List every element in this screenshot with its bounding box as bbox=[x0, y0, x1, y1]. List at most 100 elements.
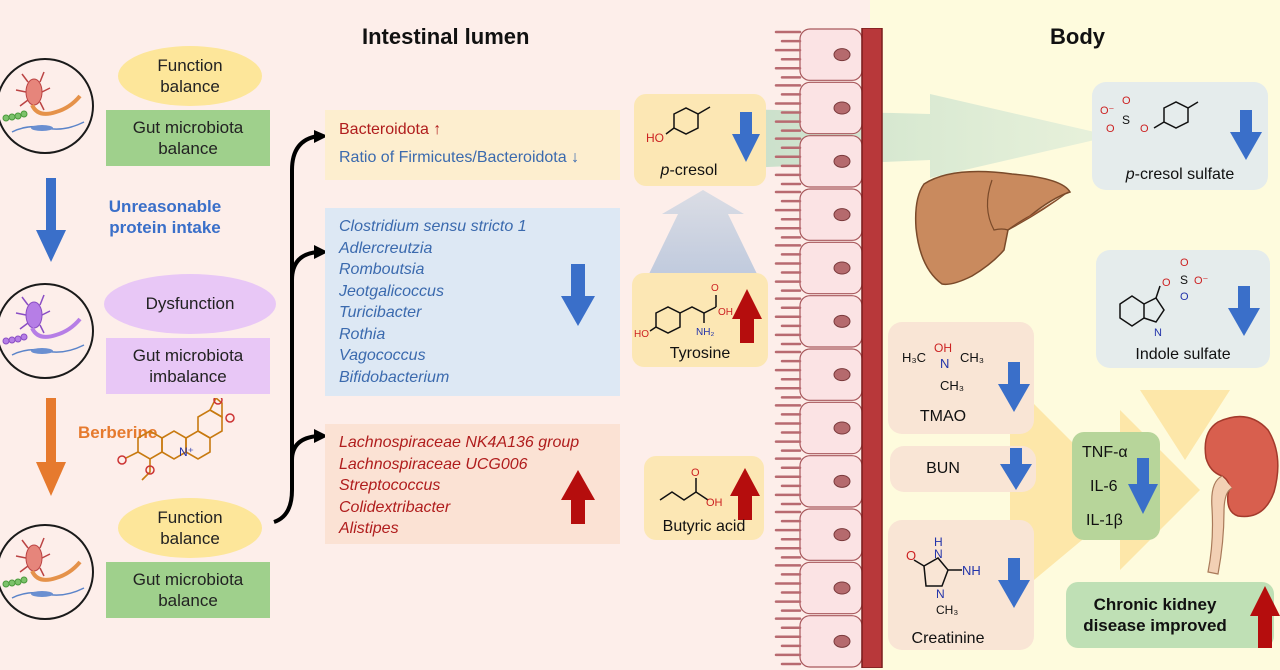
svg-text:O: O bbox=[711, 283, 719, 294]
epithelial-cell bbox=[799, 28, 863, 81]
svg-text:CH₃: CH₃ bbox=[960, 350, 984, 365]
epithelial-cell bbox=[799, 135, 863, 188]
gut-microbiota-balance-box-2: Gut microbiota balance bbox=[106, 562, 270, 618]
cell-nucleus bbox=[833, 48, 851, 62]
svg-text:CH₃: CH₃ bbox=[940, 378, 964, 393]
microvilli bbox=[774, 617, 802, 666]
cell-nucleus bbox=[833, 261, 851, 275]
pcresol-structure-icon: HO bbox=[646, 106, 711, 145]
n-plus-label: N⁺ bbox=[179, 445, 194, 459]
epithelial-cell bbox=[799, 241, 863, 295]
indole-sulfate-structure-icon: N O S O O⁻ O bbox=[1119, 257, 1209, 339]
pcresol-sulfate-label: p-cresol sulfate bbox=[1125, 166, 1235, 183]
indole-sulfate-label: Indole sulfate bbox=[1135, 346, 1231, 363]
svg-text:O: O bbox=[906, 548, 916, 563]
genus-item: Clostridium sensu stricto 1 bbox=[339, 218, 527, 235]
svg-text:O: O bbox=[691, 467, 700, 479]
cell-nucleus bbox=[833, 474, 851, 488]
svg-text:O: O bbox=[1122, 95, 1131, 107]
genus-item: Alistipes bbox=[339, 520, 399, 537]
gut-microbiota-imbalance-box: Gut microbiota imbalance bbox=[106, 338, 270, 394]
genus-item: Vagococcus bbox=[339, 347, 426, 364]
svg-text:N: N bbox=[934, 547, 943, 561]
tyrosine-to-pcresol-arrow-icon bbox=[648, 190, 758, 276]
genus-item: Lachnospiraceae NK4A136 group bbox=[339, 434, 580, 451]
bacteria-balanced-icon bbox=[0, 58, 94, 154]
svg-text:NH: NH bbox=[962, 563, 981, 578]
svg-text:N: N bbox=[940, 356, 949, 371]
svg-text:N: N bbox=[936, 587, 945, 601]
down-arrow-icon bbox=[1230, 110, 1262, 160]
microvilli bbox=[774, 190, 802, 239]
microvilli bbox=[774, 137, 802, 186]
intestinal-lumen-title: Intestinal lumen bbox=[362, 24, 530, 49]
epithelial-cell bbox=[799, 455, 863, 508]
berberine-label: Berberine bbox=[78, 423, 158, 442]
epithelial-cell bbox=[799, 295, 863, 348]
svg-text:NH₂: NH₂ bbox=[696, 327, 714, 338]
microvilli bbox=[774, 510, 802, 559]
decreased-genera-panel: Clostridium sensu stricto 1 Adlercreutzi… bbox=[325, 208, 620, 396]
cytokines-box: TNF-α IL-6 IL-1β bbox=[1072, 432, 1160, 540]
body-title: Body bbox=[1050, 24, 1105, 49]
up-arrow-icon bbox=[732, 289, 762, 343]
tmao-box: H₃C OH N CH₃ CH₃ TMAO bbox=[888, 322, 1034, 434]
genus-item: Colidextribacter bbox=[339, 498, 451, 516]
microvilli bbox=[774, 30, 802, 79]
svg-text:OH: OH bbox=[934, 341, 952, 355]
gut-microbiota-balance-box-1: Gut microbiota balance bbox=[106, 110, 270, 166]
genus-item: Bifidobacterium bbox=[339, 368, 450, 386]
ckd-improved-box: Chronic kidney disease improved bbox=[1066, 582, 1274, 648]
svg-text:O: O bbox=[1140, 123, 1149, 135]
bacteroidota-up-text: Bacteroidota ↑ bbox=[339, 121, 442, 138]
up-arrow-icon bbox=[730, 468, 760, 520]
svg-text:S: S bbox=[1180, 273, 1188, 287]
bacteria-restored-icon bbox=[0, 524, 94, 620]
branch-arrows-icon bbox=[273, 130, 328, 524]
svg-text:HO: HO bbox=[634, 329, 649, 340]
epithelial-cell bbox=[799, 81, 863, 135]
bun-box: BUN bbox=[890, 446, 1036, 492]
svg-text:O⁻: O⁻ bbox=[1100, 105, 1115, 117]
phylum-panel: Bacteroidota ↑ Ratio of Firmicutes/Bacte… bbox=[325, 110, 620, 180]
butyric-acid-box: O OH Butyric acid bbox=[644, 456, 764, 540]
microvilli bbox=[774, 457, 802, 506]
ckd-improved-label: Chronic kidney disease improved bbox=[1083, 594, 1227, 635]
svg-text:S: S bbox=[1122, 113, 1130, 127]
cell-nucleus bbox=[833, 208, 851, 222]
il1-beta-label: IL-1β bbox=[1086, 512, 1123, 529]
down-arrow-icon bbox=[998, 558, 1030, 608]
down-arrow-icon bbox=[1128, 458, 1158, 514]
il6-label: IL-6 bbox=[1090, 478, 1118, 495]
svg-text:H: H bbox=[934, 535, 943, 549]
epithelial-cell bbox=[799, 401, 863, 455]
microvilli bbox=[774, 84, 802, 132]
epithelial-cell bbox=[799, 615, 863, 668]
butyric-acid-label: Butyric acid bbox=[662, 518, 746, 535]
svg-text:O: O bbox=[1162, 277, 1171, 289]
pcresol-label: p-cresol bbox=[660, 162, 718, 179]
epithelial-cell bbox=[799, 188, 863, 241]
svg-text:H₃C: H₃C bbox=[902, 350, 926, 365]
bacteria-imbalanced-icon bbox=[0, 283, 94, 379]
cell-nucleus bbox=[833, 421, 851, 435]
down-arrow-icon bbox=[998, 362, 1030, 412]
tyrosine-label: Tyrosine bbox=[669, 345, 731, 362]
down-arrow-icon bbox=[36, 398, 66, 496]
genus-item: Streptococcus bbox=[339, 477, 441, 494]
up-arrow-icon bbox=[561, 470, 595, 524]
epithelial-cell bbox=[799, 348, 863, 401]
genus-item: Romboutsia bbox=[339, 261, 425, 278]
genus-item: Lachnospiraceae UCG006 bbox=[339, 455, 528, 473]
svg-text:O⁻: O⁻ bbox=[1194, 275, 1209, 287]
microvilli bbox=[774, 244, 802, 292]
svg-text:O: O bbox=[1106, 123, 1115, 135]
down-arrow-icon bbox=[36, 178, 66, 262]
microvilli bbox=[774, 350, 802, 399]
microvilli bbox=[774, 297, 802, 346]
epithelial-cell bbox=[799, 508, 863, 561]
indole-sulfate-box: N O S O O⁻ O Indole sulfate bbox=[1096, 250, 1270, 368]
creatinine-box: O H N NH N CH₃ Creatinine bbox=[888, 520, 1034, 650]
epithelial-cell bbox=[799, 561, 863, 615]
svg-text:OH: OH bbox=[706, 497, 723, 509]
